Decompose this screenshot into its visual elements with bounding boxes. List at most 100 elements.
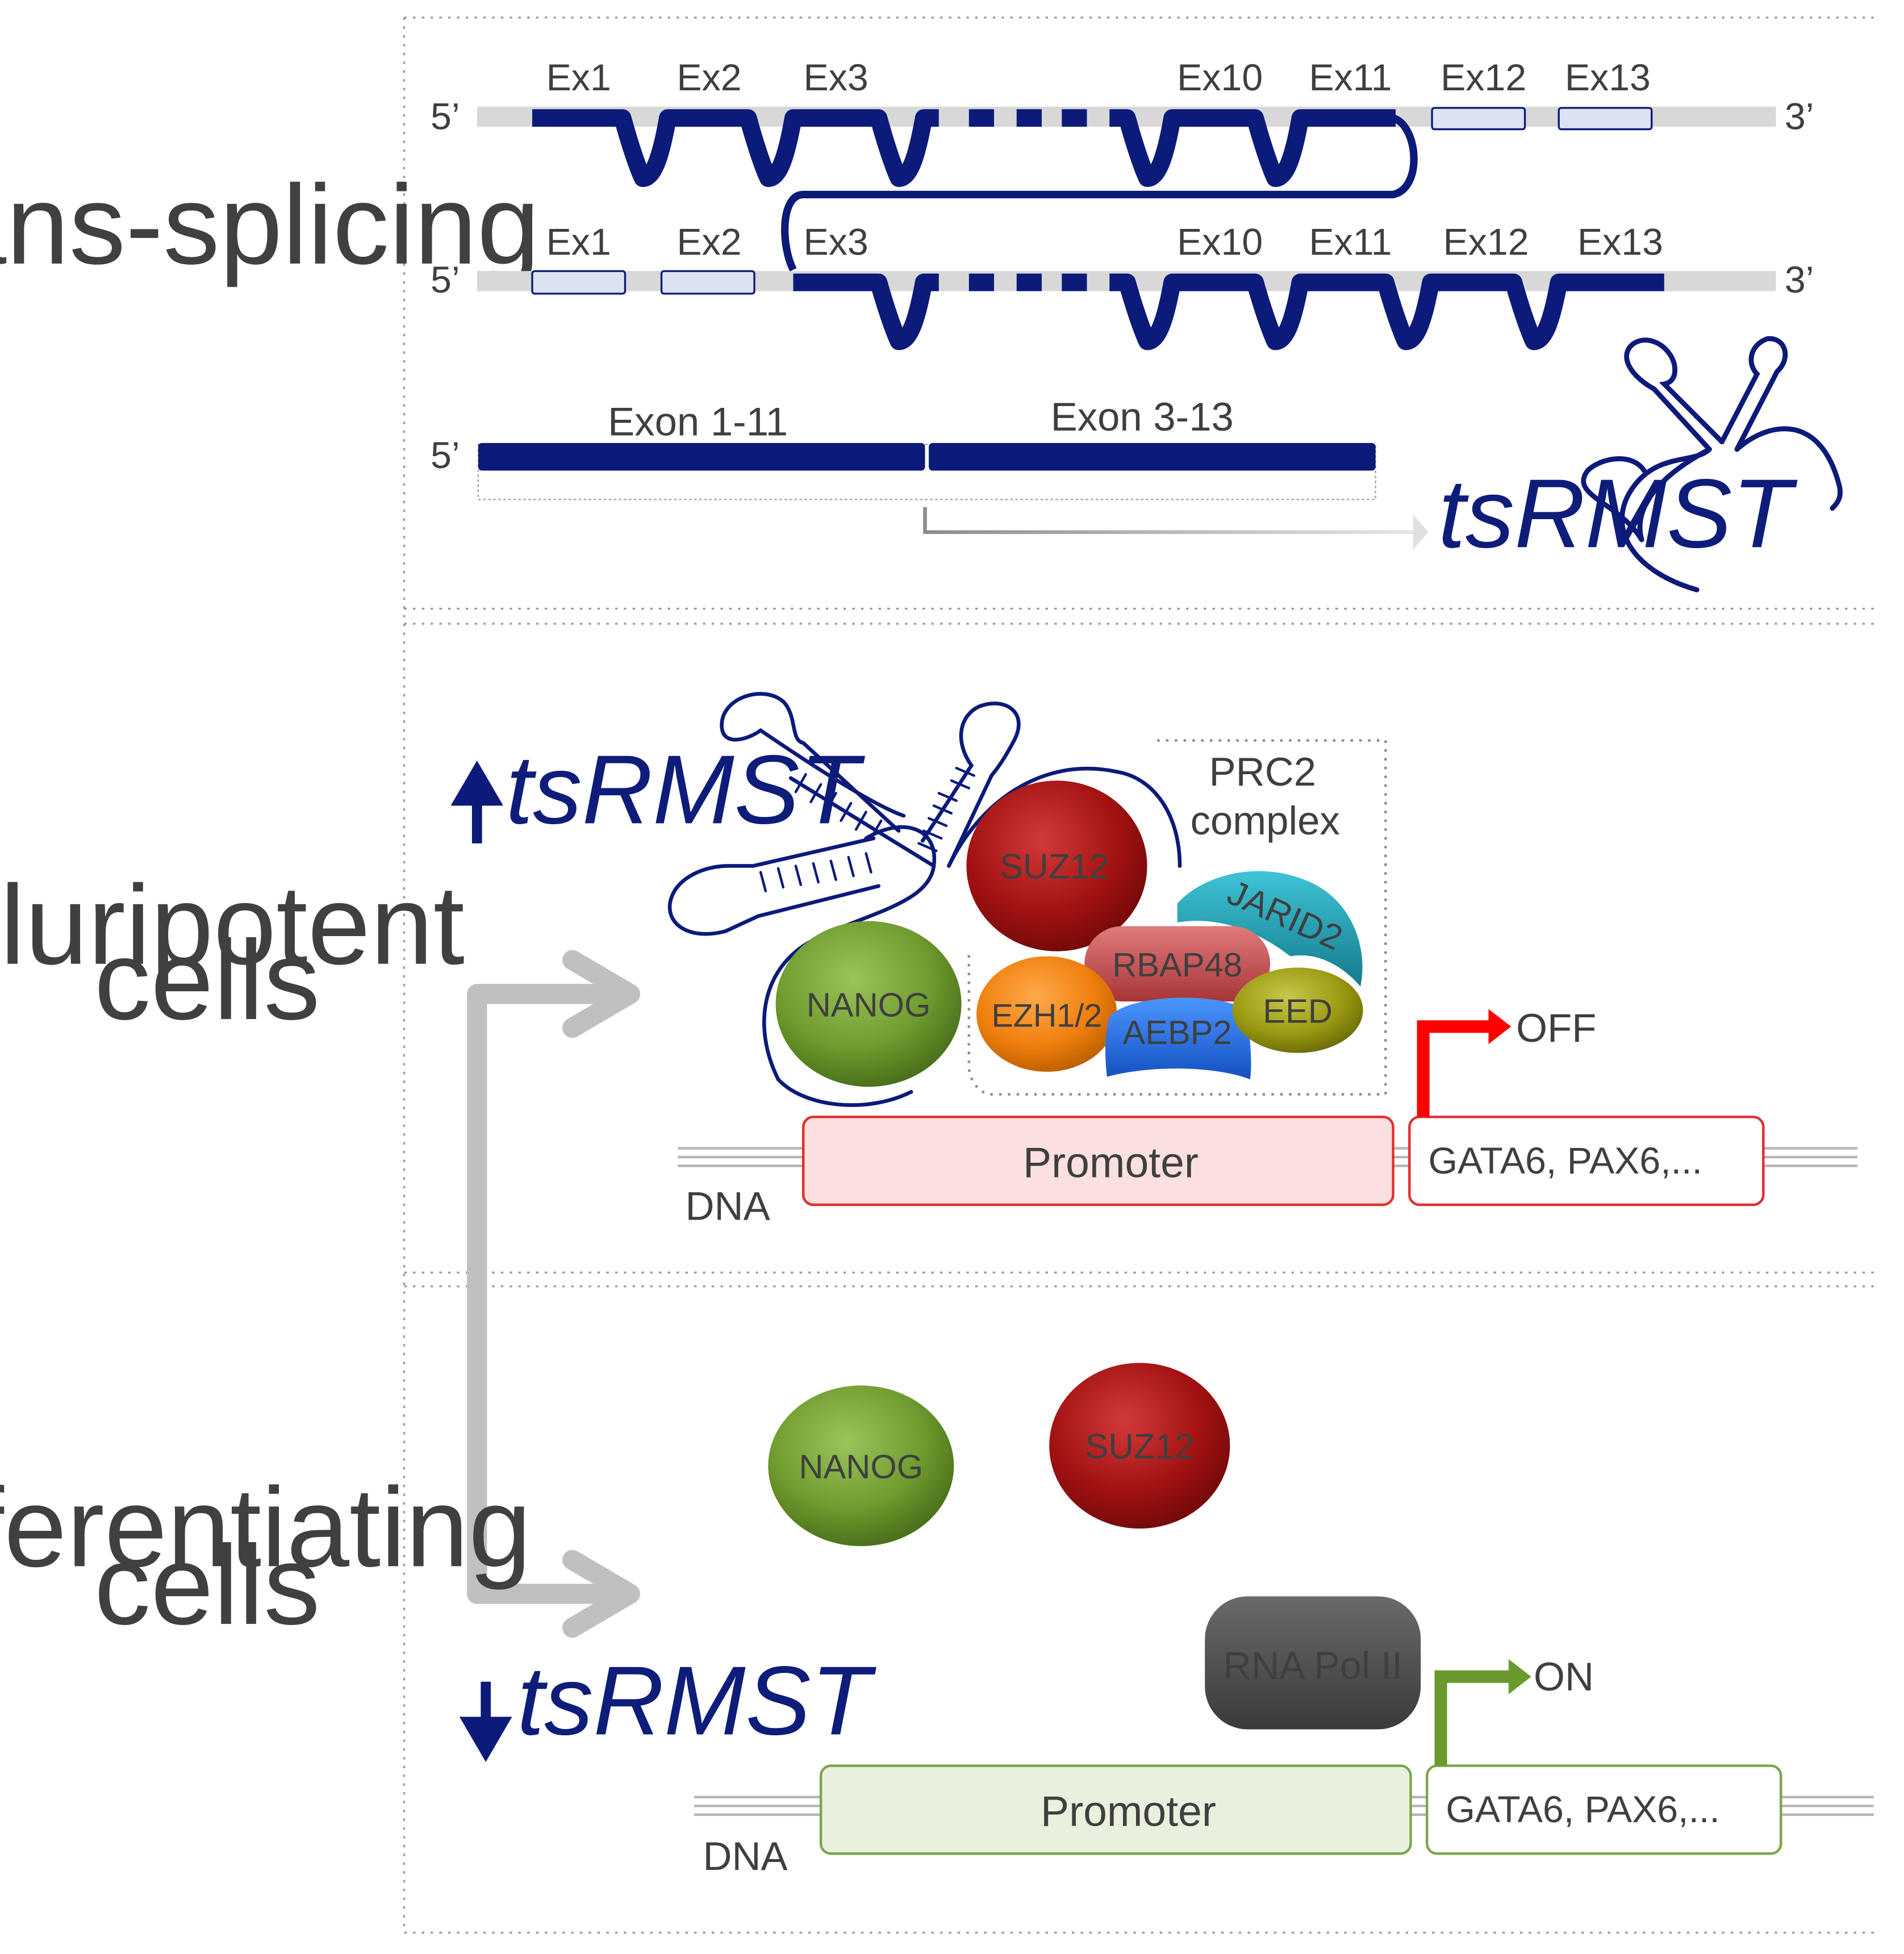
t2-exon-10: Ex10: [1177, 222, 1263, 264]
t1-exon-12: Ex12: [1440, 57, 1526, 99]
dna-on-label: DNA: [703, 1834, 788, 1878]
genes-off-label: GATA6, PAX6,...: [1428, 1140, 1702, 1182]
differentiating-label-1: differentiating: [0, 1464, 532, 1590]
down-arrow-icon: [459, 1681, 512, 1762]
jarid2-protein: [1177, 871, 1363, 987]
genes-on-label: GATA6, PAX6,...: [1446, 1789, 1719, 1831]
product-exon-1-11: [478, 442, 925, 471]
suz12-protein: [966, 780, 1147, 951]
tsrmst-down-label: tsRMST: [517, 1646, 876, 1755]
t1-exon-11: Ex11: [1309, 57, 1392, 99]
genes-off-box: [1408, 1116, 1765, 1206]
t2-exon-11: Ex11: [1309, 222, 1392, 264]
exon-12-outline-1: [1431, 107, 1526, 131]
pluripotent-label-1: pluripotent: [0, 862, 465, 988]
eed-label: EED: [1263, 992, 1333, 1030]
transcript-2-spliced-rna-2: [1109, 273, 1664, 350]
on-label: ON: [1534, 1654, 1594, 1699]
tsrmst-rna-structure-icon: [1581, 336, 1843, 592]
t1-exon-10: Ex10: [1177, 57, 1263, 99]
t2-exon-3: Ex3: [804, 222, 869, 264]
on-arrow: [1434, 1670, 1511, 1766]
ezh-protein: [976, 956, 1117, 1072]
tsrmst-down-indicator: tsRMST: [459, 1646, 876, 1762]
trans-splice-connector: [781, 114, 1418, 272]
product-right-label: Exon 3-13: [1051, 394, 1234, 439]
rna-pol-ii-label: RNA Pol II: [1223, 1644, 1402, 1688]
product-outline: [477, 444, 1376, 500]
off-label: OFF: [1516, 1005, 1596, 1050]
prc2-label-2: complex: [1191, 798, 1340, 843]
tsrmst-product: 5’ Exon 1-11 Exon 3-13 tsRMST: [431, 394, 1798, 568]
ezh-label: EZH1/2: [991, 997, 1102, 1034]
cell-state-bracket: [467, 950, 640, 1638]
t1-exon-13: Ex13: [1565, 57, 1651, 99]
five-prime-1: 5’: [431, 96, 460, 138]
t1-exon-2: Ex2: [677, 57, 741, 99]
off-arrow: [1417, 1020, 1491, 1117]
product-left-label: Exon 1-11: [608, 399, 788, 444]
promoter-off: [801, 1116, 1394, 1206]
dot-1a: [968, 109, 995, 127]
t2-exon-13: Ex13: [1577, 222, 1663, 264]
t1-exon-1: Ex1: [546, 57, 611, 99]
promoter-on-label: Promoter: [1041, 1788, 1216, 1835]
off-arrowhead: [1488, 1009, 1511, 1045]
transcript-2: 5’ 3’ Ex1 Ex2 Ex3 Ex10 Ex11 Ex12 Ex13: [431, 222, 1814, 350]
nanog-free: [768, 1385, 954, 1546]
exon-1-outline-2: [531, 270, 627, 295]
nanog-protein: [775, 921, 962, 1087]
transcript-1-spliced-rna-2: [1109, 109, 1396, 187]
differentiating-label-2: cells: [94, 1522, 320, 1648]
nanog-free-label: NANOG: [799, 1448, 923, 1486]
t1-exon-3: Ex3: [804, 57, 869, 99]
transcript-1-spliced-rna: [532, 109, 939, 187]
suz12-label: SUZ12: [1000, 847, 1109, 887]
dot-1c: [1062, 109, 1087, 127]
t2-exon-1: Ex1: [546, 222, 611, 264]
tsrmst-arrowhead: [1413, 514, 1429, 550]
dot-1b: [1016, 109, 1042, 127]
t2-exon-2: Ex2: [677, 222, 741, 264]
suz12-free: [1049, 1363, 1230, 1529]
pluripotent-proteins: SUZ12 JARID2 RBAP48 NANOG EZH1/2 AEBP2 E…: [775, 780, 1363, 1087]
promoter-off-label: Promoter: [1023, 1138, 1199, 1186]
rbap48-protein: [1084, 926, 1271, 1002]
eed-protein: [1232, 967, 1363, 1053]
dot-2c: [1062, 273, 1087, 291]
transcript-2-spliced-rna: [793, 273, 939, 350]
three-prime-2: 3’: [1785, 259, 1814, 301]
exon-13-outline-1: [1558, 107, 1653, 131]
tsrmst-up-indicator: tsRMST: [450, 734, 866, 844]
exon-2-outline-2: [660, 270, 755, 295]
dna-off: Promoter GATA6, PAX6,... DNA OFF: [678, 1005, 1858, 1229]
nanog-label: NANOG: [807, 986, 931, 1024]
dna-off-label: DNA: [686, 1184, 771, 1229]
suz12-free-label: SUZ12: [1085, 1427, 1195, 1466]
aebp2-protein: [1105, 997, 1251, 1080]
trans-splicing-label: trans-splicing: [0, 162, 540, 288]
t2-exon-12: Ex12: [1443, 222, 1529, 264]
up-arrow-icon: [450, 761, 504, 844]
panel-frames: [403, 16, 1877, 1934]
five-prime-2: 5’: [431, 259, 460, 301]
dna-on: Promoter GATA6, PAX6,... DNA ON: [694, 1654, 1874, 1878]
on-arrowhead: [1508, 1659, 1531, 1694]
tsrmst-rna-scaffold: [667, 692, 1182, 1107]
rbap48-label: RBAP48: [1112, 946, 1242, 984]
three-prime-1: 3’: [1785, 96, 1814, 138]
rna-pol-ii: [1205, 1596, 1421, 1730]
dot-2b: [1016, 273, 1042, 291]
prc2-label-1: PRC2: [1209, 749, 1317, 794]
tsrmst-arrow: [923, 507, 1416, 535]
tsrmst-up-label: tsRMST: [506, 734, 866, 844]
product-exon-3-13: [929, 442, 1376, 471]
aebp2-label: AEBP2: [1122, 1013, 1231, 1051]
pluripotent-label-2: cells: [94, 917, 320, 1043]
genes-on-box: [1426, 1764, 1782, 1855]
transcript-1: 5’ 3’ Ex1 Ex2 Ex3 Ex10 Ex11 Ex12 Ex13: [431, 57, 1814, 187]
dot-2a: [968, 273, 995, 291]
promoter-on: [819, 1764, 1412, 1855]
five-prime-3: 5’: [431, 435, 460, 477]
